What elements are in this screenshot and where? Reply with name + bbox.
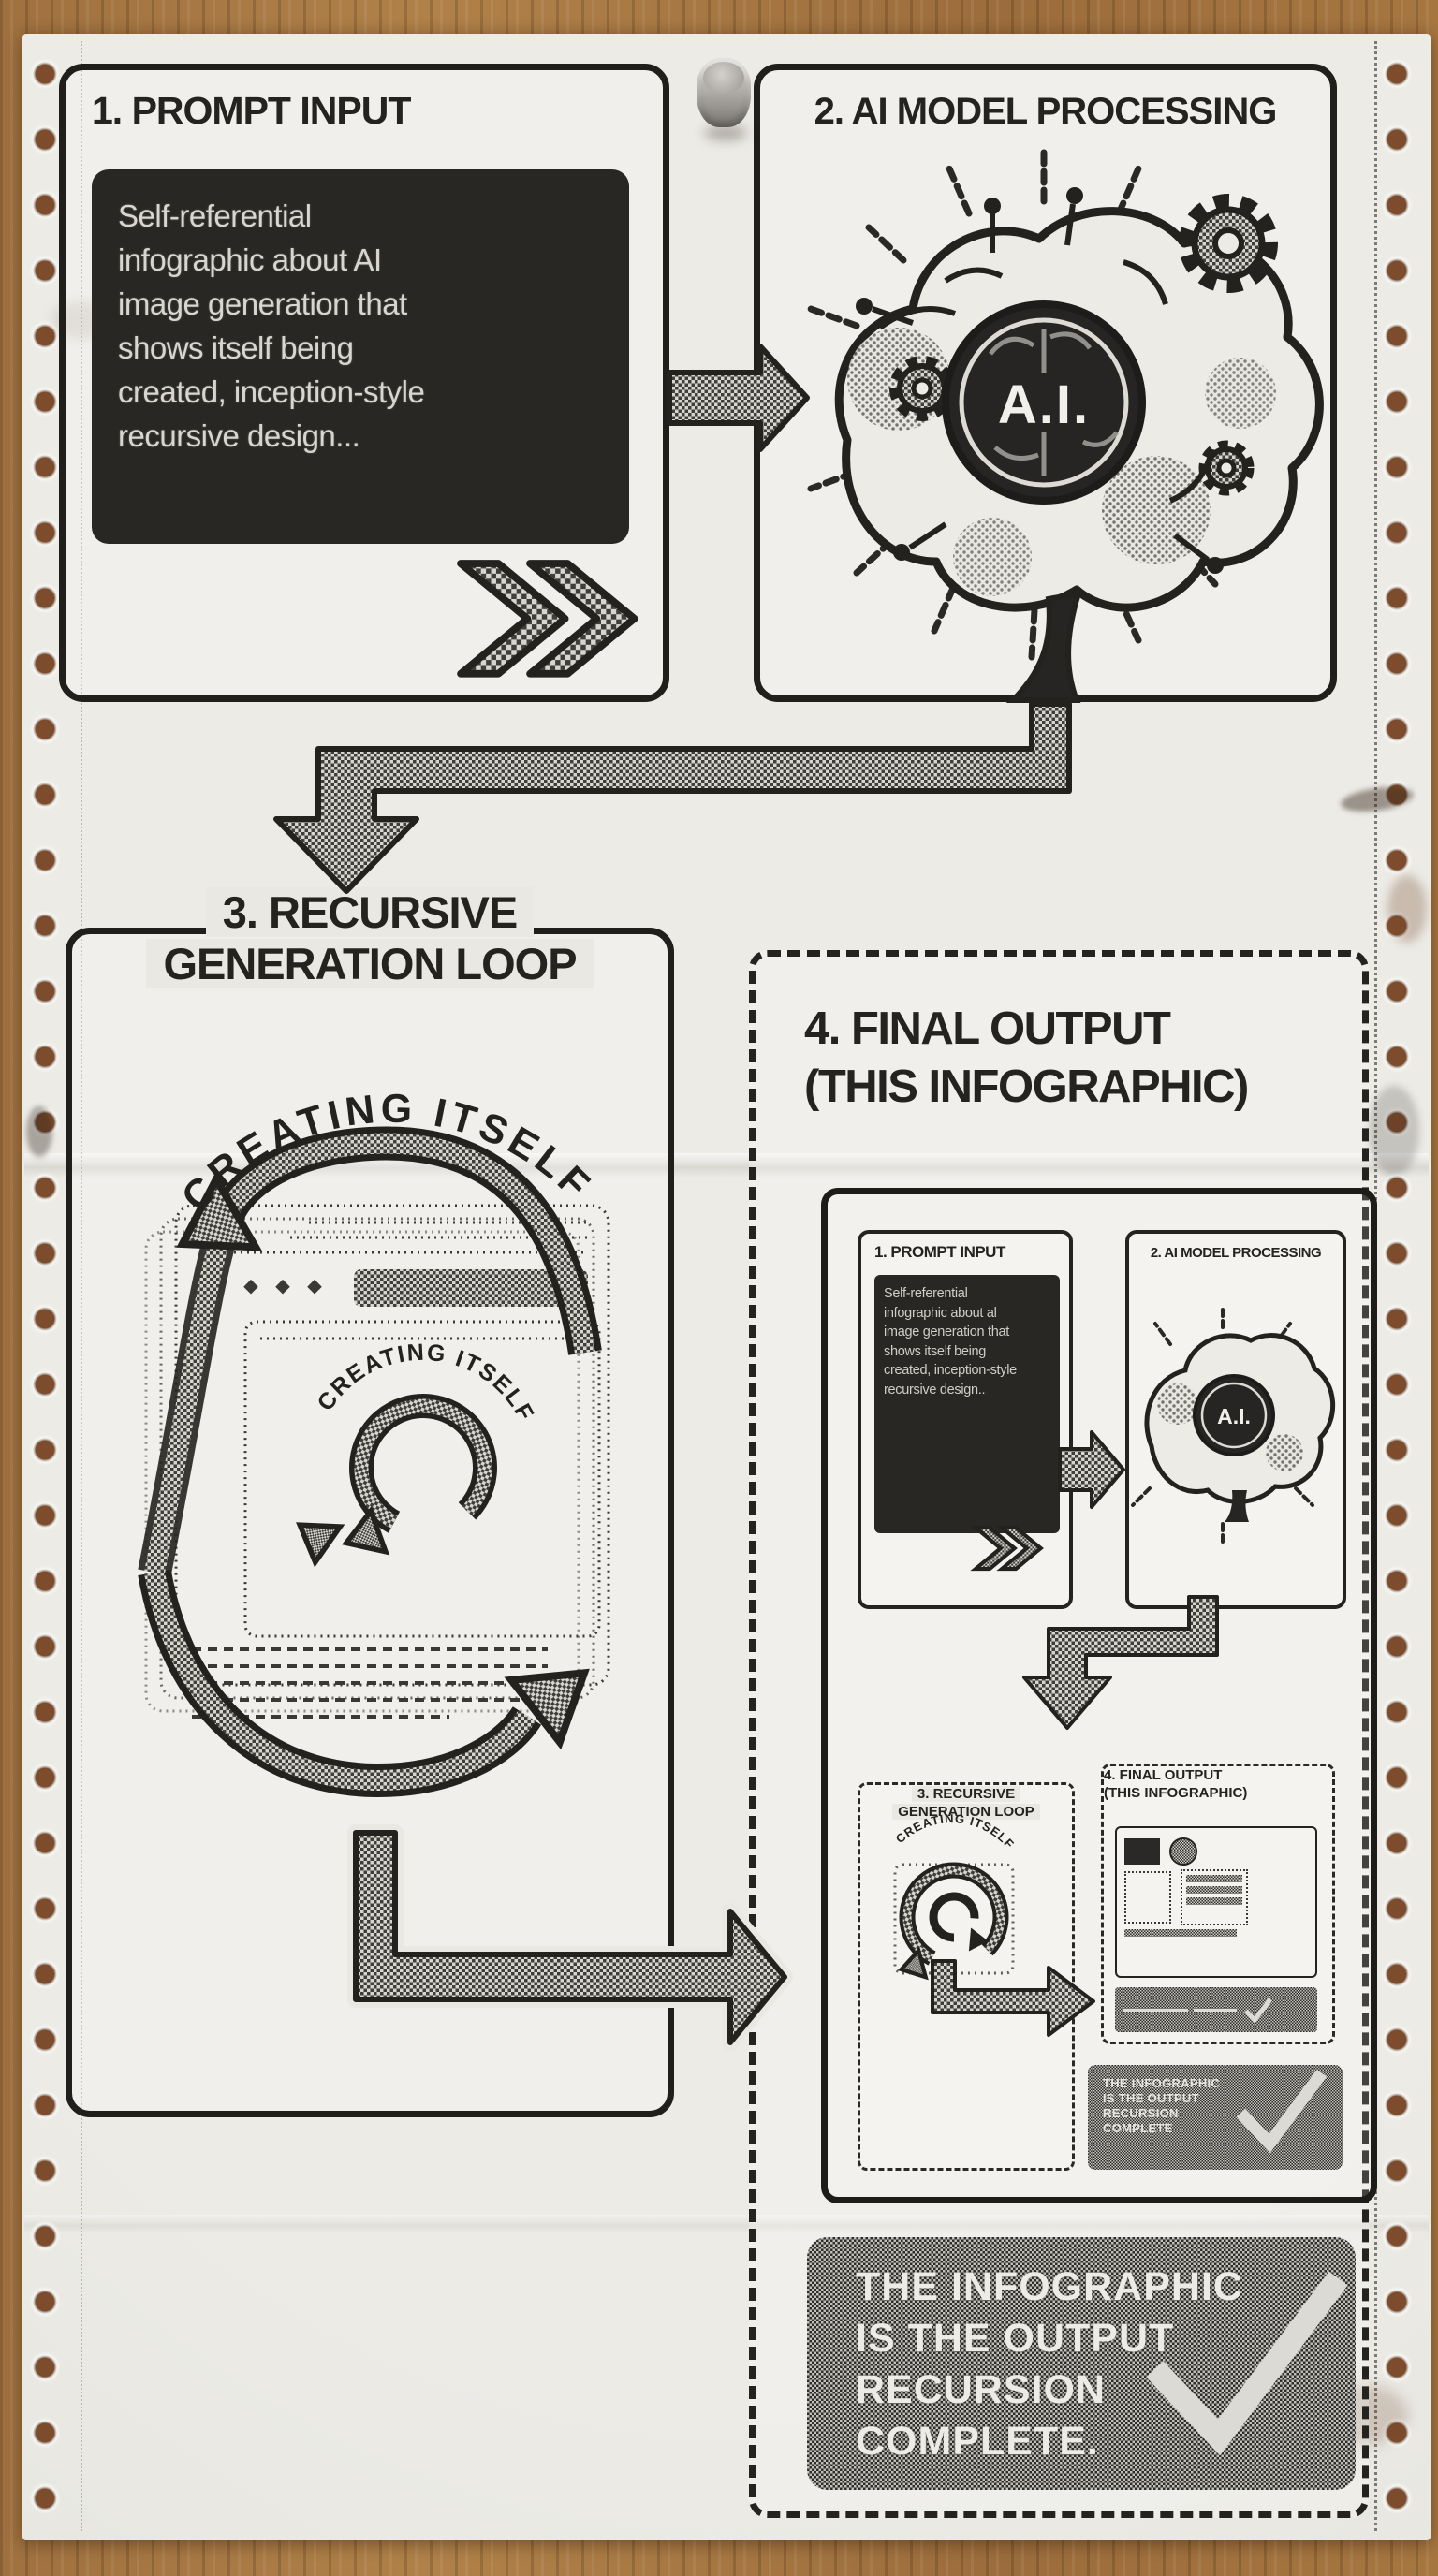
result-line: THE INFOGRAPHIC xyxy=(856,2264,1243,2309)
mini-step3-title: 3. RECURSIVE GENERATION LOOP xyxy=(860,1785,1072,1821)
micro-output-panel xyxy=(1181,1869,1248,1925)
micro-loop-panel xyxy=(1124,1871,1171,1924)
mini-step4-title: 4. FINAL OUTPUT (THIS INFOGRAPHIC) xyxy=(1104,1766,1332,1802)
step4-title-line1: 4. FINAL OUTPUT xyxy=(804,1003,1171,1054)
micro-text-line xyxy=(1123,2008,1188,2012)
micro-checkmark-icon xyxy=(1244,1998,1272,2024)
perforation-strip-left xyxy=(28,41,62,2531)
mini-result-banner: THE INFOGRAPHIC IS THE OUTPUT RECURSION … xyxy=(1088,2065,1343,2170)
prompt-text-block: Self-referential infographic about AI im… xyxy=(92,169,629,544)
push-pin xyxy=(697,58,751,127)
mini-step2-panel: 2. AI MODEL PROCESSING xyxy=(1125,1230,1346,1609)
micro-infographic xyxy=(1115,1826,1317,1978)
step3-title-line2: GENERATION LOOP xyxy=(146,939,594,988)
stain xyxy=(1387,875,1427,943)
prompt-line: image generation that xyxy=(118,286,407,321)
micro-halftone-bar xyxy=(1124,1929,1237,1937)
perforation-strip-right xyxy=(1380,41,1414,2531)
wrinkle-mark xyxy=(1369,1086,1419,1176)
mini-step1-panel: 1. PROMPT INPUT Self-referential infogra… xyxy=(858,1230,1073,1609)
paper-fold-crease xyxy=(24,2215,1429,2233)
result-line: IS THE OUTPUT xyxy=(856,2316,1175,2361)
micro-halftone-bar xyxy=(1186,1897,1242,1905)
mini-step2-title: 2. AI MODEL PROCESSING xyxy=(1150,1245,1322,1261)
mini-result-line: THE INFOGRAPHIC xyxy=(1103,2076,1221,2090)
mini-step4-panel: 4. FINAL OUTPUT (THIS INFOGRAPHIC) xyxy=(1101,1764,1335,2044)
tractor-feed-perforation-left xyxy=(81,41,82,2531)
step1-title: 1. PROMPT INPUT xyxy=(92,89,411,132)
micro-result-banner xyxy=(1115,1987,1317,2032)
step4-panel: 4. FINAL OUTPUT (THIS INFOGRAPHIC) 1. PR… xyxy=(749,950,1377,2518)
mini-step3-title-line1: 3. RECURSIVE xyxy=(911,1786,1021,1802)
result-banner: THE INFOGRAPHIC IS THE OUTPUT RECURSION … xyxy=(807,2237,1356,2490)
mini-prompt-line: infographic about al xyxy=(884,1305,997,1321)
result-line: RECURSION xyxy=(856,2367,1107,2412)
mini-result-line: COMPLETE xyxy=(1103,2121,1173,2135)
step3-title: 3. RECURSIVE GENERATION LOOP xyxy=(66,887,674,990)
step4-title-line2: (THIS INFOGRAPHIC) xyxy=(804,1061,1249,1112)
micro-prompt-block xyxy=(1124,1838,1160,1865)
mini-prompt-line: created, inception-style xyxy=(884,1363,1017,1378)
micro-halftone-bar xyxy=(1186,1875,1242,1882)
stain xyxy=(26,1106,52,1157)
prompt-line: Self-referential xyxy=(118,198,312,233)
mini-prompt-block: Self-referential infographic about al im… xyxy=(874,1275,1060,1533)
mini-step3-title-line2: GENERATION LOOP xyxy=(892,1804,1040,1820)
micro-brain-icon xyxy=(1169,1837,1197,1866)
result-line: COMPLETE. xyxy=(856,2419,1099,2464)
step2-panel: 2. AI MODEL PROCESSING xyxy=(754,64,1337,702)
prompt-line: shows itself being xyxy=(118,330,354,365)
mini-step4-title-line1: 4. FINAL OUTPUT xyxy=(1104,1767,1223,1783)
micro-text-line xyxy=(1194,2008,1237,2012)
pin-shadow xyxy=(704,125,747,140)
mini-infographic: 1. PROMPT INPUT Self-referential infogra… xyxy=(821,1188,1377,2203)
step1-panel: 1. PROMPT INPUT Self-referential infogra… xyxy=(59,64,669,702)
micro-halftone-bar xyxy=(1186,1886,1242,1894)
mini-prompt-line: image generation that xyxy=(884,1325,1009,1339)
prompt-line: recursive design... xyxy=(118,418,360,453)
prompt-line: infographic about AI xyxy=(118,242,382,277)
step2-title: 2. AI MODEL PROCESSING xyxy=(814,91,1278,132)
step3-panel xyxy=(66,928,674,2117)
step3-title-line1: 3. RECURSIVE xyxy=(205,887,535,937)
mini-result-line: IS THE OUTPUT xyxy=(1103,2091,1199,2105)
mini-prompt-line: recursive design.. xyxy=(884,1382,986,1398)
mini-step3-panel: 3. RECURSIVE GENERATION LOOP xyxy=(858,1782,1075,2171)
mini-step1-title: 1. PROMPT INPUT xyxy=(874,1243,1005,1261)
mini-prompt-line: Self-referential xyxy=(884,1286,968,1301)
step4-title: 4. FINAL OUTPUT (THIS INFOGRAPHIC) xyxy=(804,1000,1249,1116)
mini-prompt-line: shows itself being xyxy=(884,1343,987,1359)
prompt-line: created, inception-style xyxy=(118,374,425,409)
mini-result-line: RECURSION xyxy=(1103,2106,1179,2120)
mini-step4-title-line2: (THIS INFOGRAPHIC) xyxy=(1104,1785,1248,1801)
